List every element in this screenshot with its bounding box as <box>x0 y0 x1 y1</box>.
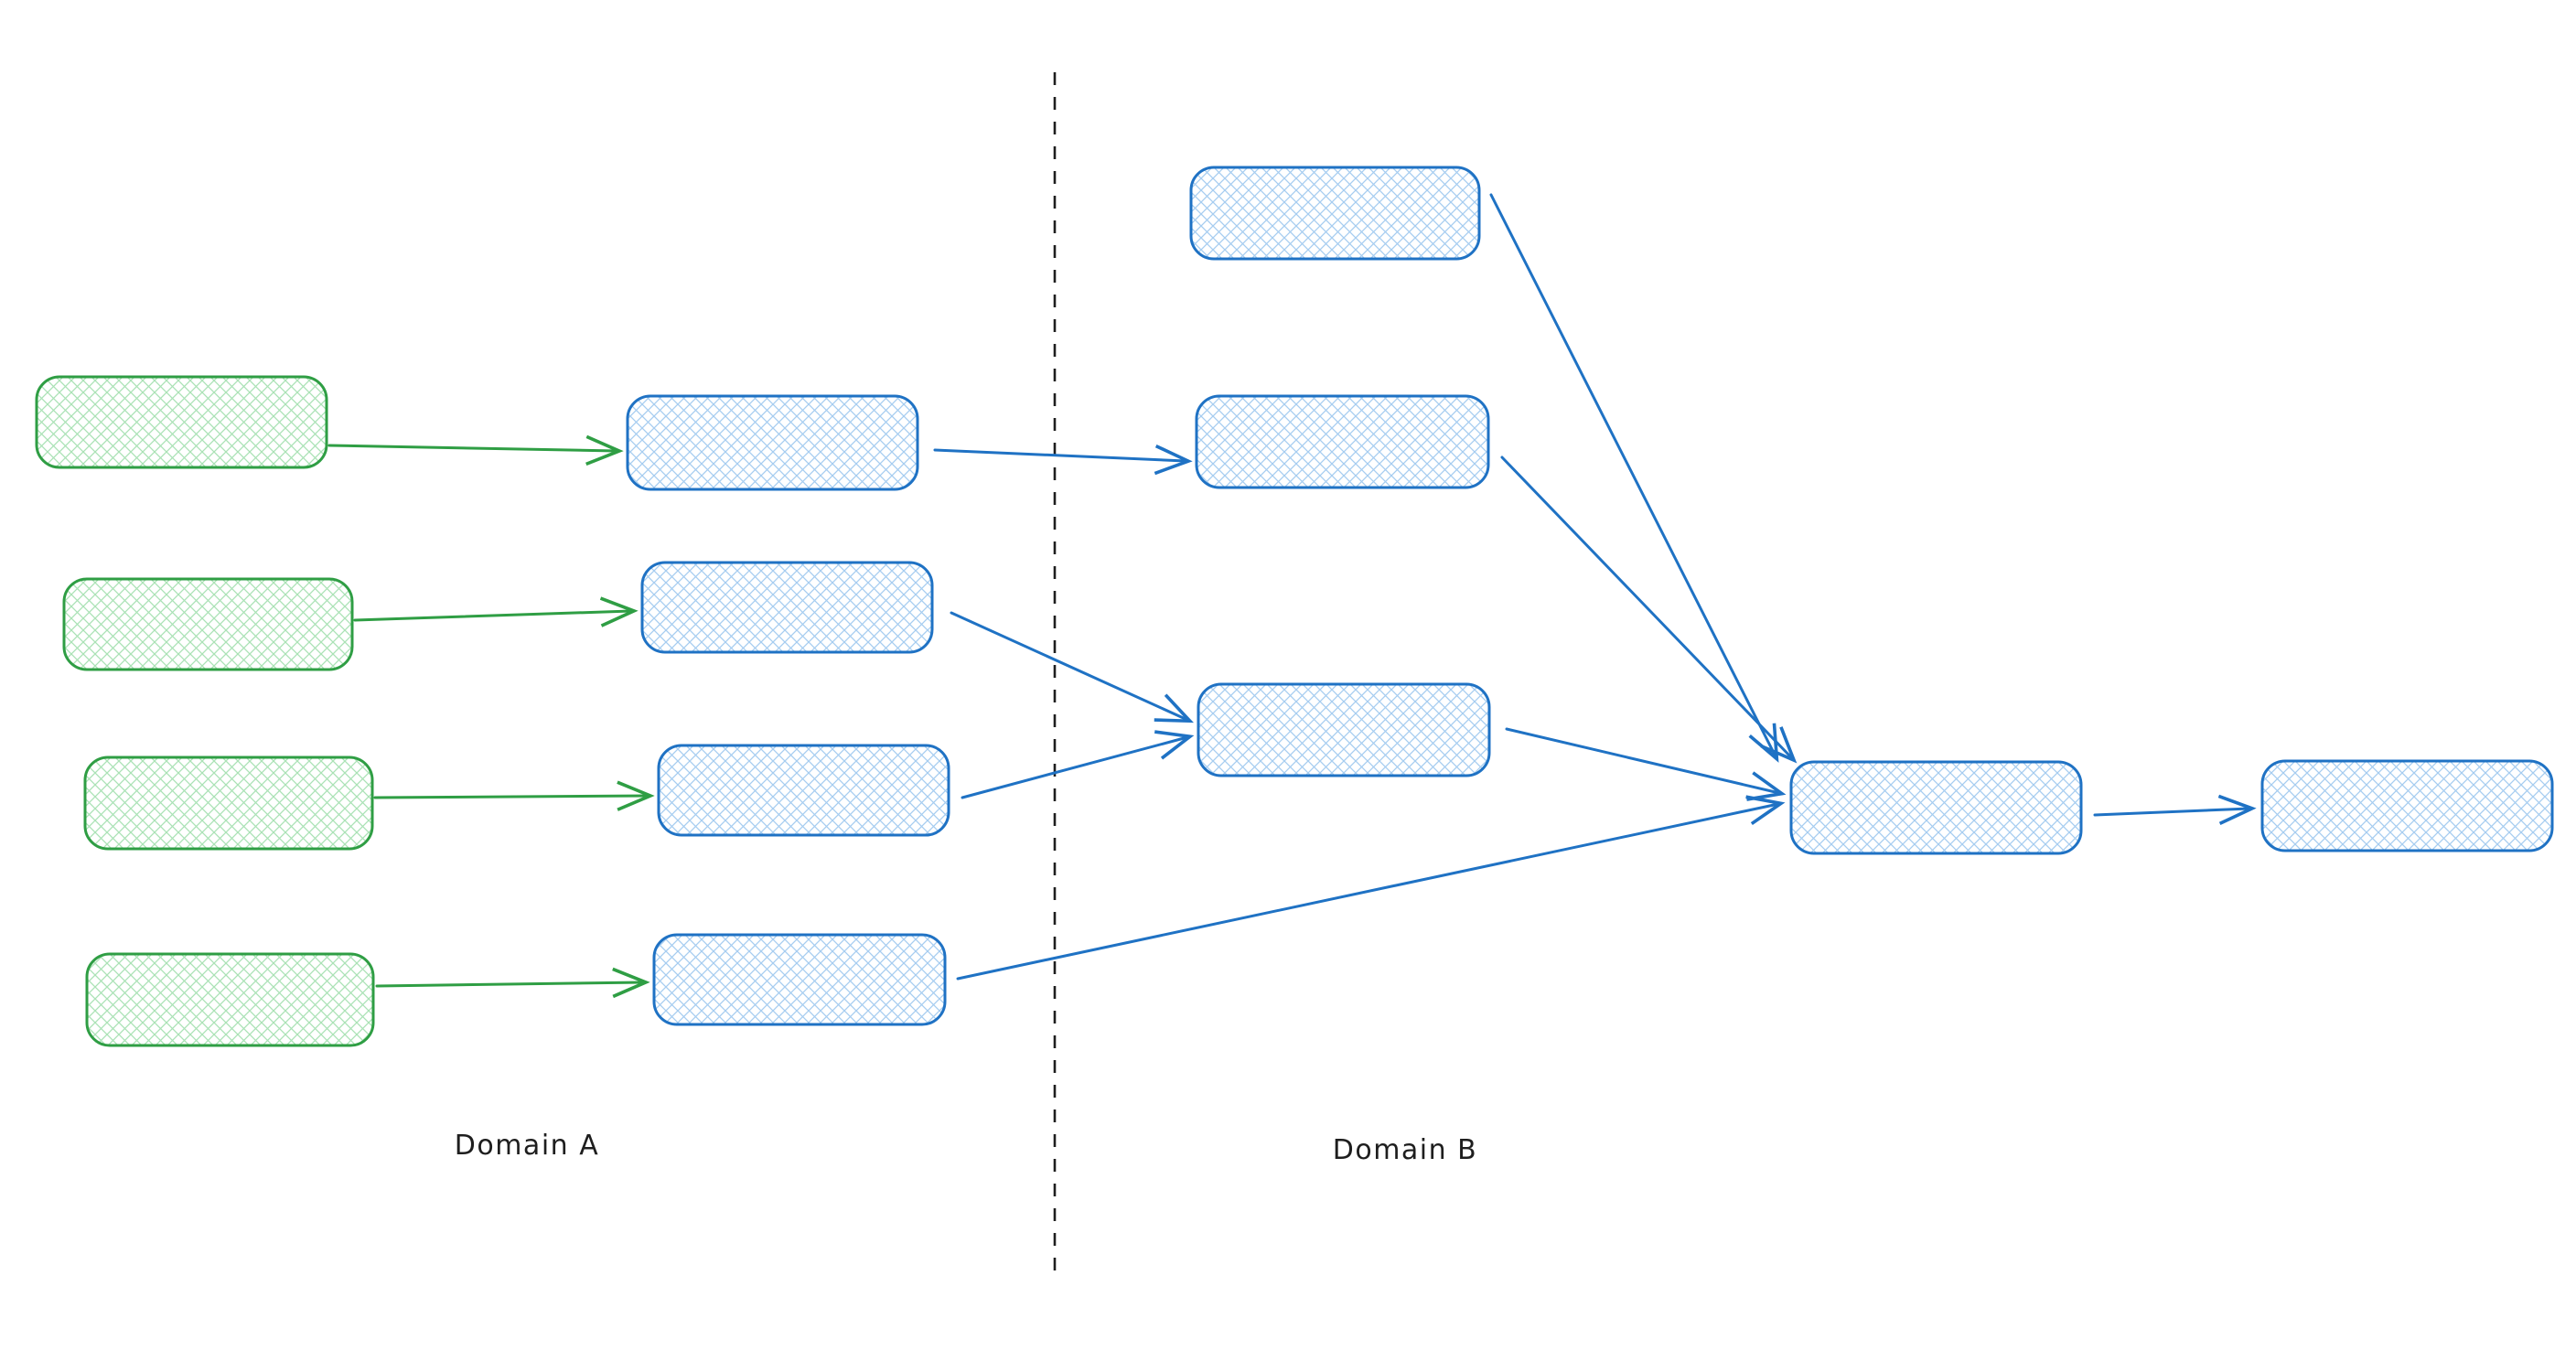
arrow-source4-to-stage4[interactable] <box>375 967 650 999</box>
arrow-source1-to-stage1[interactable] <box>327 434 624 466</box>
domain-b-box-1[interactable] <box>1189 166 1481 261</box>
domain-a-source-box-3[interactable] <box>83 756 374 851</box>
arrow-b1-to-merge[interactable] <box>1489 193 1779 763</box>
domain-b-label: Domain B <box>1333 1134 1478 1166</box>
arrow-stage2-to-b3[interactable] <box>950 611 1194 724</box>
domain-a-source-box-2[interactable] <box>62 577 354 671</box>
arrow-b2-to-merge[interactable] <box>1500 456 1798 764</box>
arrow-b3-to-merge[interactable] <box>1505 727 1787 801</box>
arrow-stage4-to-merge[interactable] <box>956 795 1786 981</box>
arrow-stage1-to-b2[interactable] <box>933 444 1193 476</box>
domain-b-box-2[interactable] <box>1195 394 1490 489</box>
domain-a-source-box-1[interactable] <box>35 375 328 469</box>
arrow-source3-to-stage3[interactable] <box>373 780 655 811</box>
domain-b-box-3[interactable] <box>1197 682 1491 777</box>
arrow-source2-to-stage2[interactable] <box>353 596 639 627</box>
domain-b-merge-box[interactable] <box>1789 760 2083 855</box>
arrow-stage3-to-b3[interactable] <box>961 730 1195 799</box>
domain-a-stage-box-4[interactable] <box>652 933 947 1026</box>
domain-a-stage-box-2[interactable] <box>640 561 934 654</box>
domain-a-label: Domain A <box>455 1130 599 1162</box>
domain-a-stage-box-3[interactable] <box>657 744 950 837</box>
domain-a-stage-box-1[interactable] <box>626 394 919 491</box>
arrow-merge-to-output[interactable] <box>2093 794 2257 825</box>
domain-b-output-box[interactable] <box>2260 759 2554 852</box>
domain-a-source-box-4[interactable] <box>85 952 375 1047</box>
